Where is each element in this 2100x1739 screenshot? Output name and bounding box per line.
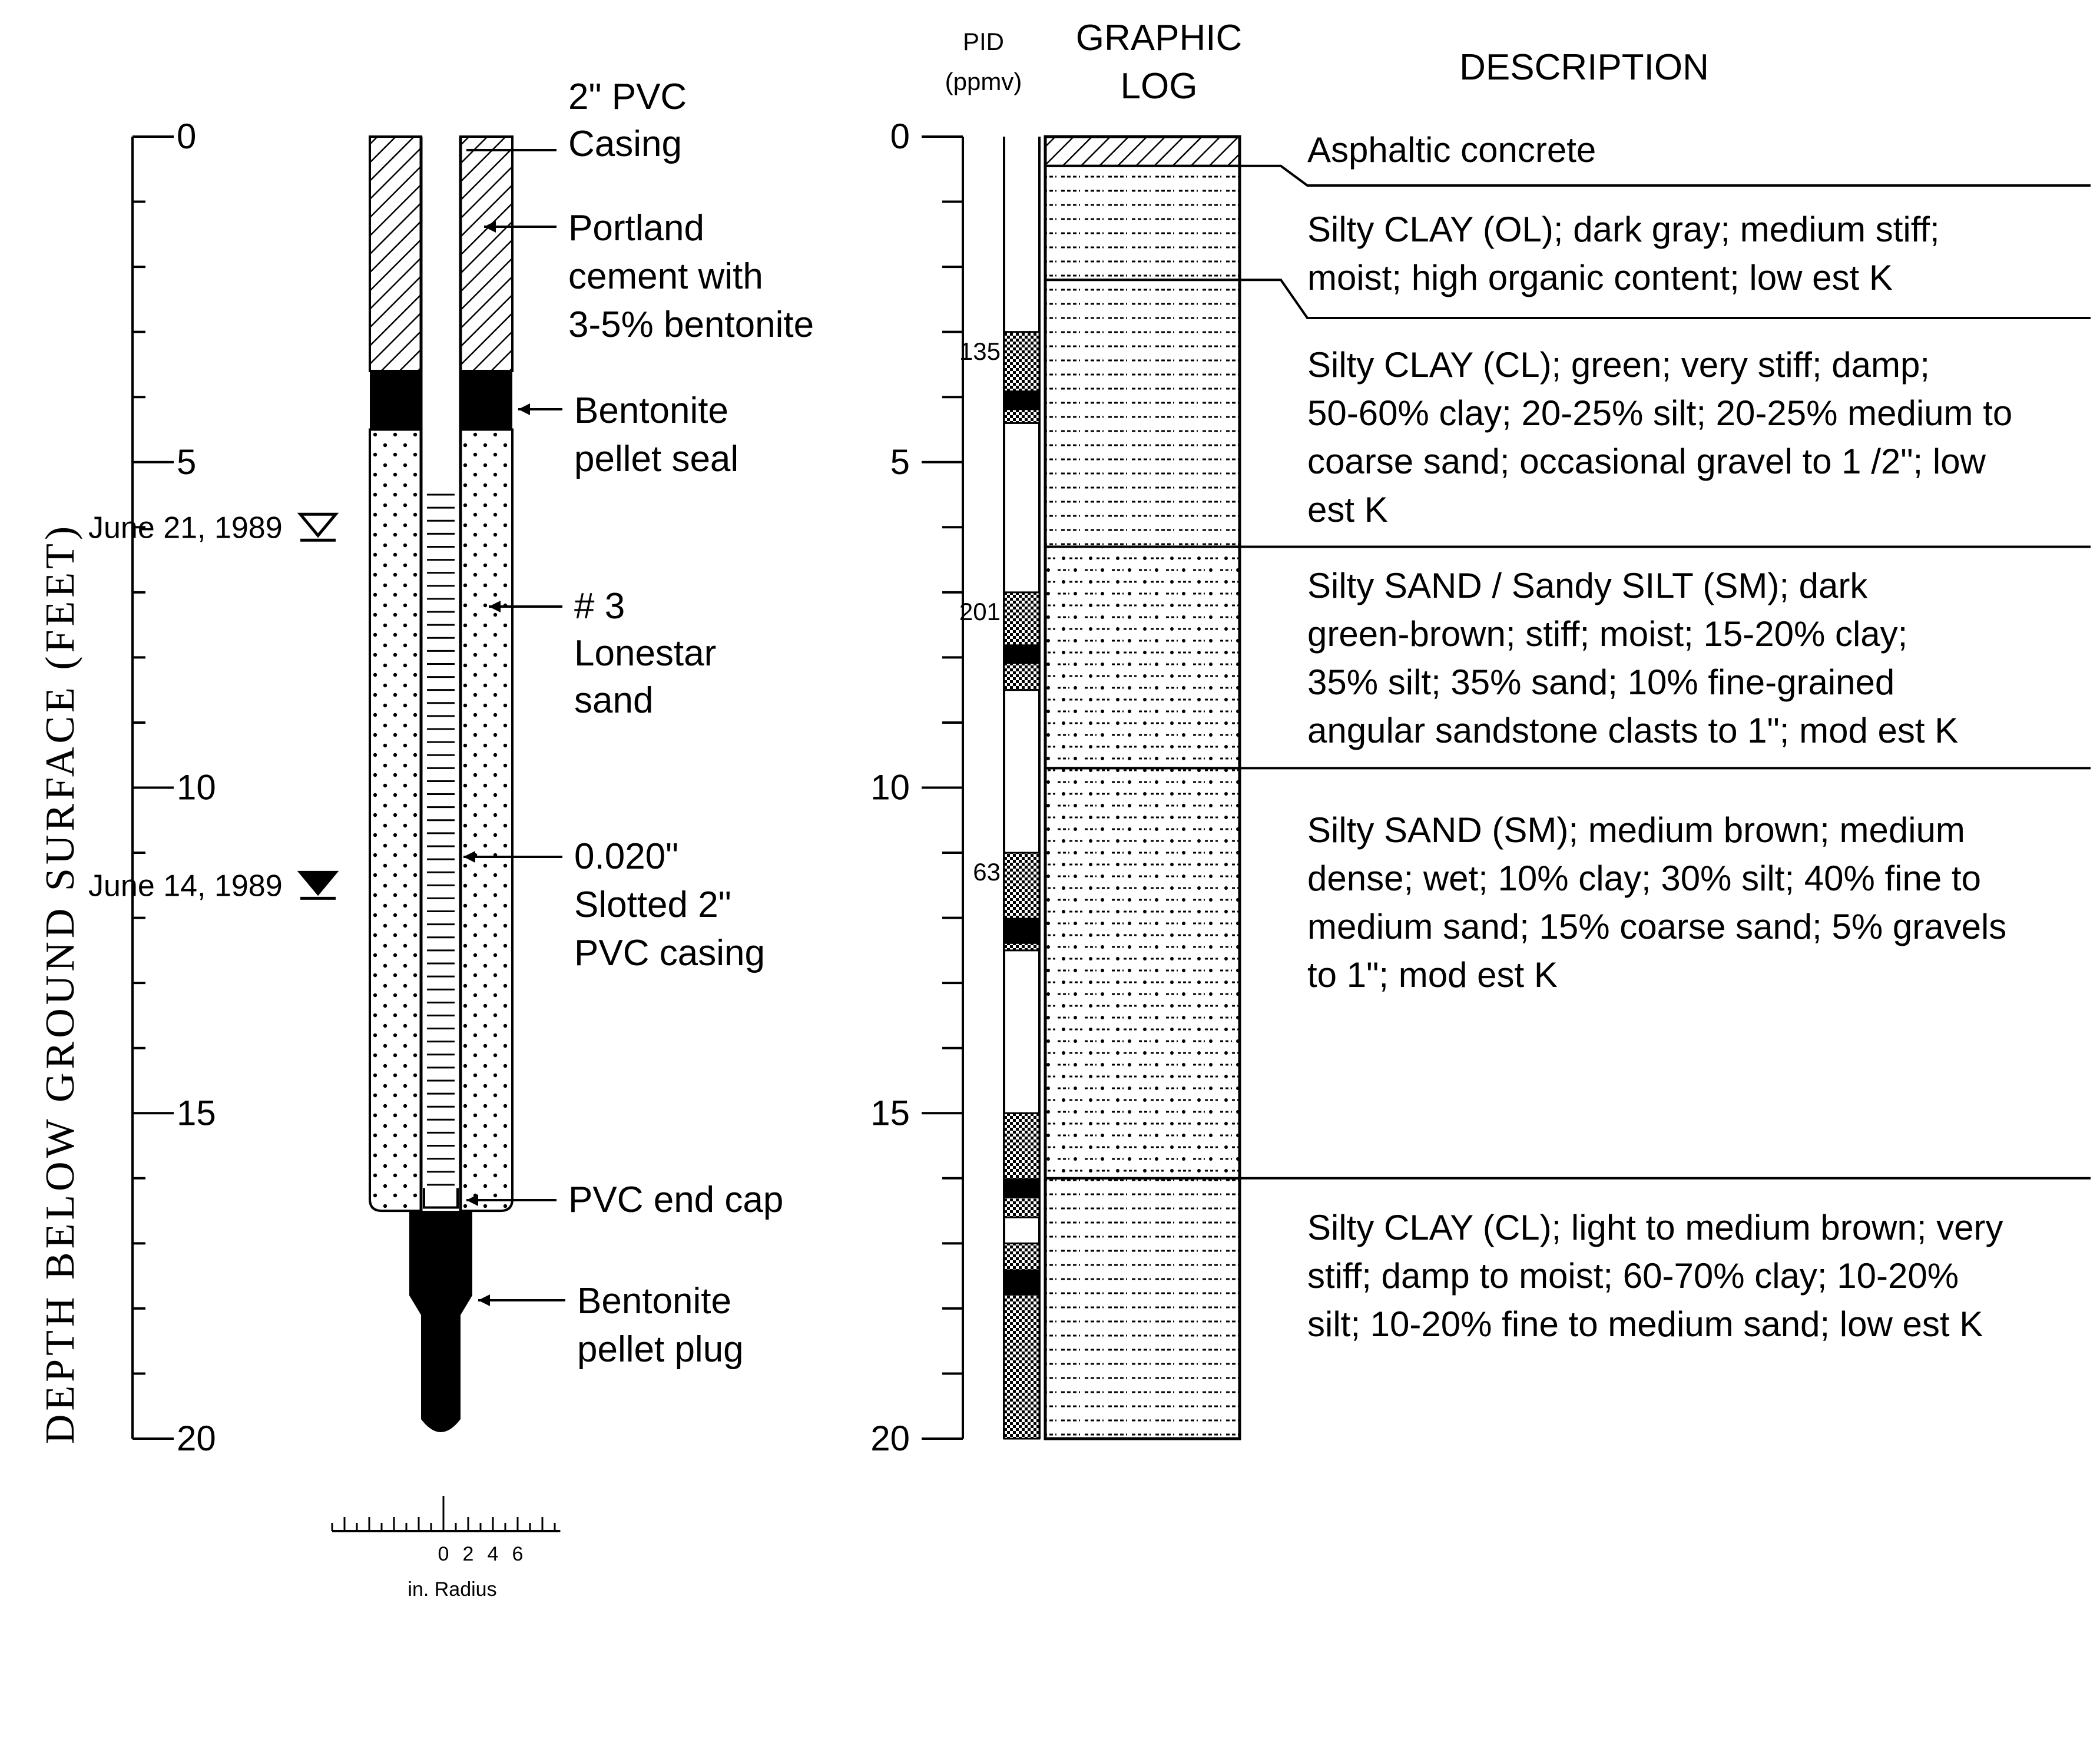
pid-axis-tick-label: 10 <box>870 768 910 807</box>
pid-axis-tick-label: 5 <box>890 442 910 482</box>
leader-grout-arrowhead <box>484 221 496 233</box>
intact-sample <box>1004 644 1039 664</box>
log-layer-hatch <box>1044 135 1241 167</box>
log-layer-dash <box>1044 164 1241 281</box>
layer-description: Silty CLAY (CL); light to medium brown; … <box>1307 1208 2003 1344</box>
label-screen: 0.020"Slotted 2"PVC casing <box>574 836 765 973</box>
pid-reading: 63 <box>973 858 1001 886</box>
intact-sample <box>1004 1178 1039 1198</box>
filled-triangle-icon <box>297 870 339 896</box>
leader-sand-arrowhead <box>489 601 501 612</box>
label-endcap: PVC end cap <box>568 1180 783 1220</box>
sand-pack-left <box>369 428 422 1213</box>
log-layer-dot <box>1044 545 1241 770</box>
radius-scale-tick-label: 2 <box>463 1543 474 1565</box>
left-axis-tick-label: 10 <box>177 768 216 807</box>
sand-pack-right <box>459 428 514 1213</box>
radius-scale-tick-label: 0 <box>438 1543 449 1565</box>
pid-axis-tick-label: 15 <box>870 1093 910 1132</box>
grout-fill-right <box>459 135 514 372</box>
left-axis-tick-label: 0 <box>177 117 196 156</box>
radius-scale-label: in. Radius <box>408 1578 496 1601</box>
leader-plug-arrowhead <box>478 1294 490 1306</box>
pid-column: 0 5 10 15 20 135 201 63 <box>870 117 1041 1458</box>
sample-interval <box>1003 591 1041 691</box>
intact-sample <box>1004 1269 1039 1296</box>
radius-scale-tick-label: 6 <box>512 1543 524 1565</box>
leader-endcap-arrowhead <box>466 1194 478 1206</box>
bentonite-pellet-plug <box>409 1211 472 1432</box>
intact-sample <box>1004 917 1039 944</box>
intact-sample <box>1004 390 1039 410</box>
water-level-date: June 14, 1989 <box>88 869 283 903</box>
depth-axis-title: DEPTH BELOW GROUND SURFACE (FEET) <box>38 523 83 1444</box>
description-divider <box>1240 164 2091 187</box>
log-layer-dot <box>1044 767 1241 1180</box>
left-axis-tick-label: 15 <box>177 1093 216 1132</box>
bentonite-seal-left <box>370 370 421 430</box>
left-axis-tick-label: 5 <box>177 442 196 482</box>
pid-reading: 135 <box>959 337 1001 365</box>
bentonite-seal-right <box>461 370 512 430</box>
pid-axis-tick-label: 20 <box>870 1419 910 1458</box>
sample-interval <box>1003 1112 1041 1218</box>
layer-description: Silty CLAY (OL); dark gray; medium stiff… <box>1307 210 1940 297</box>
layer-description: Asphaltic concrete <box>1307 130 1596 170</box>
leader-seal-arrowhead <box>518 403 530 415</box>
pid-axis-tick-label: 0 <box>890 117 910 156</box>
description-divider <box>1240 279 2091 319</box>
graphic-log <box>1044 135 1241 1440</box>
water-level-date: June 21, 1989 <box>88 511 283 545</box>
radius-scale-tick-label: 4 <box>488 1543 499 1565</box>
well-construction <box>369 135 514 1432</box>
pid-reading: 201 <box>959 598 1001 625</box>
log-layer-dash <box>1044 279 1241 548</box>
left-depth-axis: 0 5 10 15 20 <box>131 117 216 1458</box>
leader-screen-arrowhead <box>463 851 475 863</box>
open-triangle-icon <box>297 512 339 538</box>
log-layer-dash <box>1044 1177 1241 1440</box>
left-axis-tick-label: 20 <box>177 1419 216 1458</box>
description-header: DESCRIPTION <box>1459 47 1709 88</box>
graphic-log-border <box>1044 135 1241 1440</box>
layer-description: Silty CLAY (CL); green; very stiff; damp… <box>1307 345 2012 529</box>
grout-fill-left <box>369 135 422 372</box>
pid-header: PID(ppmv) <box>945 28 1022 95</box>
pvc-end-cap <box>423 1188 459 1209</box>
